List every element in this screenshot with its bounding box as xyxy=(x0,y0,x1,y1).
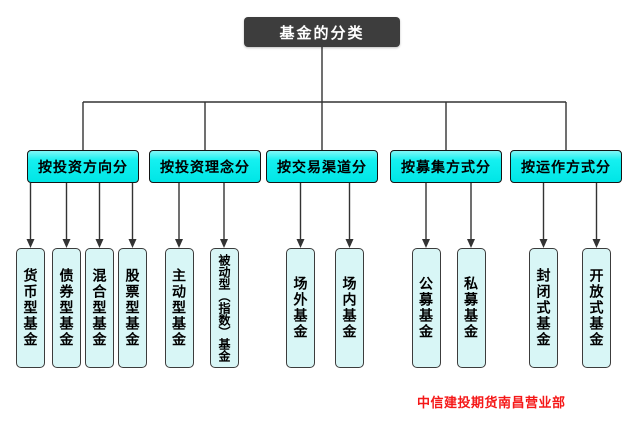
leaf-otc-fund: 场外基金 xyxy=(286,248,315,368)
leaf-closed-end-fund: 封闭式基金 xyxy=(529,248,558,368)
leaf-stock-fund: 股票型基金 xyxy=(118,248,147,368)
category-label: 按募集方式分 xyxy=(401,158,491,175)
category-label: 按运作方式分 xyxy=(521,158,611,175)
category-label: 按投资理念分 xyxy=(160,158,250,175)
leaf-label: 债券型基金 xyxy=(58,268,75,348)
leaf-label: 封闭式基金 xyxy=(535,268,552,348)
root-node: 基金的分类 xyxy=(244,17,400,47)
leaf-public-fund: 公募基金 xyxy=(411,248,441,368)
leaf-exchange-fund: 场内基金 xyxy=(335,248,364,368)
leaf-bond-fund: 债券型基金 xyxy=(52,248,81,368)
leaf-label: 场外基金 xyxy=(292,276,309,340)
diagram-title: 基金的分类 xyxy=(279,24,365,42)
leaf-label: 货币型基金 xyxy=(22,268,39,348)
category-investment-direction: 按投资方向分 xyxy=(27,150,139,183)
leaf-label: 股票型基金 xyxy=(124,268,141,348)
leaf-label: 被动型（指数）基金 xyxy=(217,254,231,362)
category-investment-philosophy: 按投资理念分 xyxy=(149,150,261,183)
leaf-label: 场内基金 xyxy=(341,276,358,340)
leaf-label: 私募基金 xyxy=(463,276,479,340)
leaf-passive-index-fund: 被动型（指数）基金 xyxy=(209,248,239,368)
leaf-open-end-fund: 开放式基金 xyxy=(582,248,611,368)
leaf-label: 混合型基金 xyxy=(91,268,108,348)
leaf-hybrid-fund: 混合型基金 xyxy=(85,248,114,368)
watermark-text: 中信建投期货南昌营业部 xyxy=(417,395,566,410)
category-fundraising-method: 按募集方式分 xyxy=(390,150,502,183)
leaf-private-fund: 私募基金 xyxy=(456,248,486,368)
category-operation-method: 按运作方式分 xyxy=(510,150,622,183)
category-trading-channel: 按交易渠道分 xyxy=(266,150,378,183)
category-label: 按投资方向分 xyxy=(38,158,128,175)
leaf-label: 公募基金 xyxy=(418,276,434,340)
leaf-label: 主动型基金 xyxy=(171,268,187,348)
leaf-active-fund: 主动型基金 xyxy=(164,248,194,368)
category-label: 按交易渠道分 xyxy=(277,158,367,175)
leaf-money-fund: 货币型基金 xyxy=(16,248,45,368)
leaf-label: 开放式基金 xyxy=(588,268,605,348)
